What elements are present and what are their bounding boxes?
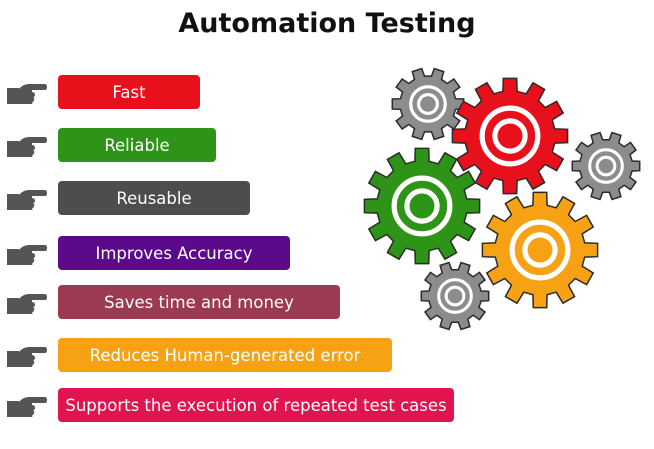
gear-grey-bottom-icon [420, 261, 490, 331]
pointing-hand-icon [7, 84, 47, 104]
pointing-hand-icon [7, 397, 47, 417]
gear-red-icon [451, 77, 569, 195]
benefit-bar: Improves Accuracy [58, 236, 290, 270]
gears-icon [363, 67, 641, 331]
pointing-hand-icon [7, 294, 47, 314]
benefit-bar: Reusable [58, 181, 250, 215]
benefit-bar: Saves time and money [58, 285, 340, 319]
gear-grey-right-icon [571, 131, 641, 201]
pointing-hand-icon [7, 347, 47, 367]
benefit-bar: Supports the execution of repeated test … [58, 388, 454, 422]
page-title: Automation Testing [178, 8, 476, 39]
pointing-hand-icon [7, 190, 47, 210]
benefit-bar: Fast [58, 75, 200, 109]
gear-green-icon [363, 147, 481, 265]
benefit-bar: Reduces Human-generated error [58, 338, 392, 372]
pointing-hand-icon [7, 245, 47, 265]
pointing-hand-icon [7, 137, 47, 157]
gear-grey-top-icon [391, 67, 465, 141]
gear-orange-icon [481, 191, 599, 309]
benefit-bar: Reliable [58, 128, 216, 162]
